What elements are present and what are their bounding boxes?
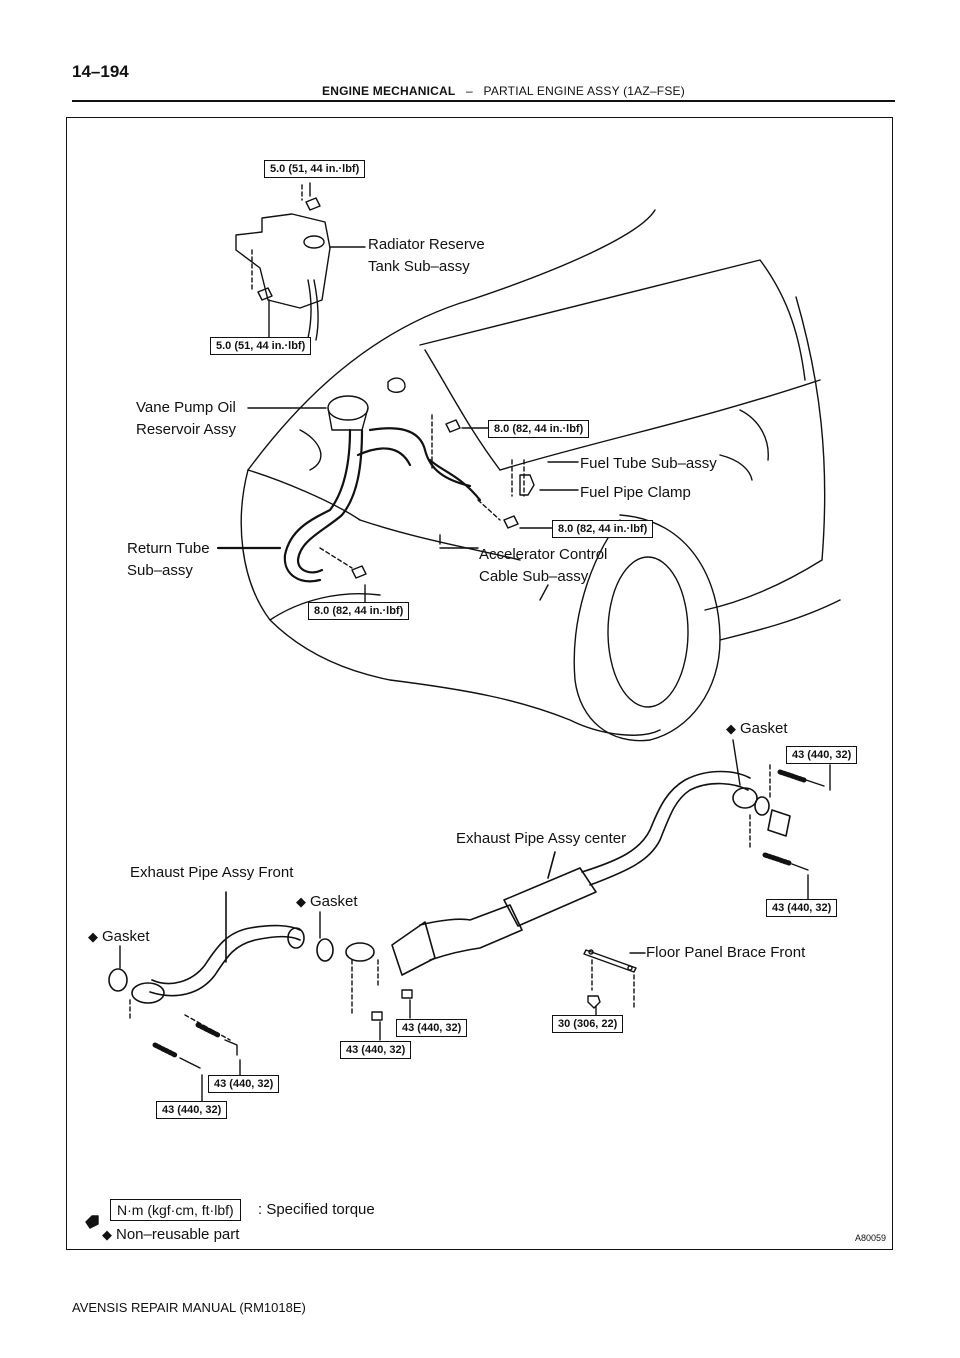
label-fuel-pipe-clamp: Fuel Pipe Clamp (580, 484, 691, 501)
torque-box: 5.0 (51, 44 in.·lbf) (264, 160, 366, 178)
label-radiator-line1: Radiator Reserve (368, 236, 485, 253)
legend-non-reusable: ◆ Non–reusable part (102, 1226, 239, 1243)
gasket-leaders (119, 739, 741, 969)
exhaust-center-pipe (345, 770, 791, 976)
radiator-reserve-tank (235, 182, 366, 341)
label-exhaust-center: Exhaust Pipe Assy center (456, 830, 627, 847)
torque-box: 43 (440, 32) (766, 899, 838, 917)
return-tube-hoses (216, 427, 482, 583)
vane-pump-reservoir (247, 395, 369, 431)
legend-specified-torque: : Specified torque (258, 1201, 375, 1218)
torque-box: 43 (440, 32) (786, 746, 858, 764)
torque-box: 5.0 (51, 44 in.·lbf) (210, 337, 312, 355)
figure-id: A80059 (855, 1233, 887, 1243)
diamond-icon: ◆ (88, 929, 98, 944)
label-vane-line1: Vane Pump Oil (136, 399, 236, 416)
label-accelerator-cable: Accelerator Control Cable Sub–assy (479, 544, 607, 588)
label-gasket-middle: ◆ Gasket (296, 891, 358, 913)
torque-box: 43 (440, 32) (156, 1101, 228, 1119)
label-accel-line2: Cable Sub–assy (479, 568, 589, 585)
car-body-outline (240, 209, 841, 742)
page-number: 14–194 (72, 62, 129, 81)
torque-box: 8.0 (82, 44 in.·lbf) (488, 420, 590, 438)
torque-box: 30 (306, 22) (552, 1015, 624, 1033)
diamond-icon: ◆ (726, 721, 736, 736)
engine-bay-bolts (319, 414, 579, 603)
exhaust-front-pipe (108, 891, 334, 1004)
label-floor-panel-brace: Floor Panel Brace Front (646, 944, 806, 961)
label-return-tube: Return Tube Sub–assy (127, 538, 210, 582)
torque-box: 8.0 (82, 44 in.·lbf) (308, 602, 410, 620)
label-return-line2: Sub–assy (127, 562, 193, 579)
label-gasket-front-text: Gasket (102, 928, 150, 945)
legend-unit-box: N·m (kgf·cm, ft·lbf) (110, 1199, 241, 1221)
label-radiator-line2: Tank Sub–assy (368, 258, 470, 275)
label-vane-line2: Reservoir Assy (136, 421, 237, 438)
floor-panel-brace (583, 949, 646, 1016)
label-fuel-tube: Fuel Tube Sub–assy (580, 455, 717, 472)
torque-box: 43 (440, 32) (396, 1019, 468, 1037)
legend-non-reusable-text: Non–reusable part (116, 1226, 240, 1243)
label-gasket-front: ◆ Gasket (88, 926, 150, 948)
torque-box: 43 (440, 32) (208, 1075, 280, 1093)
figure-frame (66, 117, 893, 1250)
label-return-line1: Return Tube (127, 540, 210, 557)
diamond-icon: ◆ (296, 894, 306, 909)
label-vane-pump-reservoir: Vane Pump Oil Reservoir Assy (136, 397, 236, 441)
page-header: ENGINE MECHANICAL – PARTIAL ENGINE ASSY … (322, 84, 685, 98)
header-rule (72, 100, 895, 102)
header-subsection: PARTIAL ENGINE ASSY (1AZ–FSE) (483, 84, 685, 98)
header-separator: – (466, 84, 473, 98)
footer-manual: AVENSIS REPAIR MANUAL (RM1018E) (72, 1300, 306, 1315)
label-exhaust-front: Exhaust Pipe Assy Front (130, 864, 294, 881)
torque-box: 43 (440, 32) (340, 1041, 412, 1059)
label-gasket-rear: ◆ Gasket (726, 718, 788, 740)
label-gasket-rear-text: Gasket (740, 720, 788, 737)
exhaust-bolts (129, 764, 831, 1103)
header-section: ENGINE MECHANICAL (322, 84, 456, 98)
label-gasket-middle-text: Gasket (310, 893, 358, 910)
diamond-icon: ◆ (102, 1227, 112, 1242)
legend-hand-icon (85, 1215, 99, 1229)
label-radiator-reserve-tank: Radiator Reserve Tank Sub–assy (368, 234, 485, 278)
torque-box: 8.0 (82, 44 in.·lbf) (552, 520, 654, 538)
label-accel-line1: Accelerator Control (479, 546, 608, 563)
